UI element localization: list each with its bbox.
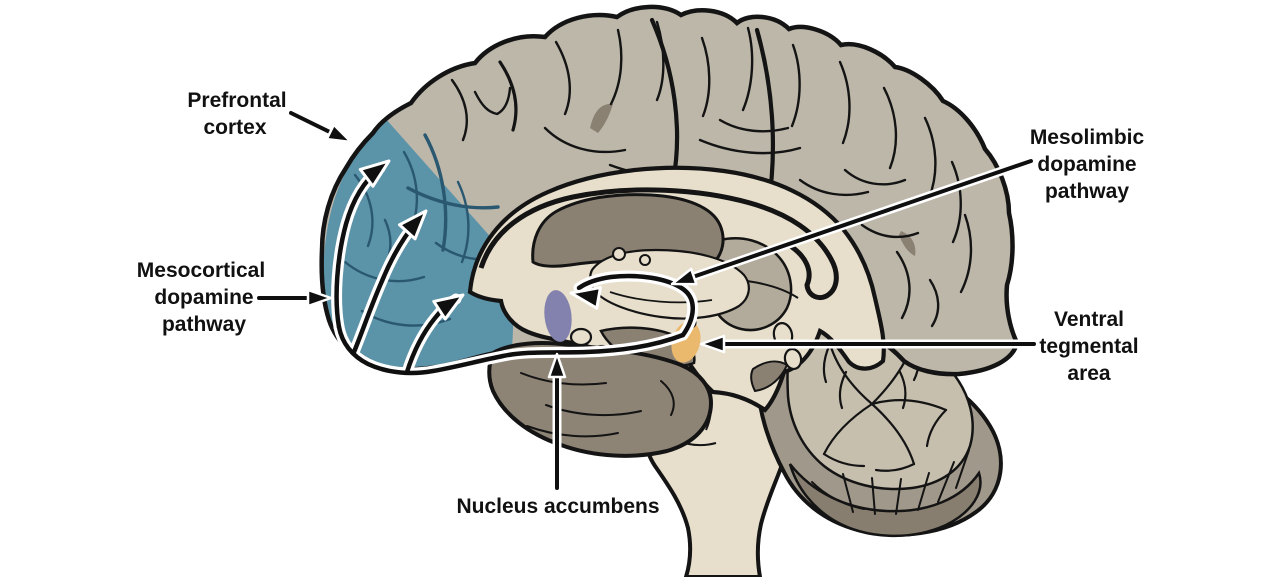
label-mesocortical-line2: dopamine <box>154 286 253 309</box>
label-mesocortical-line1: Mesocortical <box>137 259 265 282</box>
pathway-arrowheads <box>358 159 602 321</box>
label-vta-line3: area <box>1067 362 1111 385</box>
mesolimbic-pathway <box>576 273 695 338</box>
temporal-lobe <box>487 341 714 458</box>
label-vta-line2: tegmental <box>1039 335 1138 358</box>
nucleus-accumbens-region <box>544 290 572 342</box>
cortex-sulci-lines <box>450 17 973 328</box>
label-mesolimbic-line2: dopamine <box>1037 153 1136 176</box>
label-leaders <box>257 111 1039 493</box>
mesolimbic-leader <box>679 159 1033 283</box>
corpus-callosum-arc <box>478 187 839 301</box>
label-nucleus-accumbens: Nucleus accumbens <box>456 495 659 518</box>
pathway-arrows <box>331 159 699 379</box>
label-mesocortical-line3: pathway <box>162 313 246 336</box>
leader-arrowheads <box>306 123 726 379</box>
cerebellum-bottom-stripes <box>811 449 970 515</box>
lateral-ventricle-region <box>531 193 725 268</box>
label-mesolimbic-line3: pathway <box>1045 180 1129 203</box>
label-vta-line1: Ventral <box>1054 308 1124 331</box>
cerebellum-bottom-lobe <box>788 463 982 538</box>
label-prefrontal-cortex-line2: cortex <box>203 116 266 139</box>
label-mesolimbic-line1: Mesolimbic <box>1030 126 1145 149</box>
label-prefrontal-cortex-line1: Prefrontal <box>187 89 286 112</box>
labels: Prefrontal cortex Mesocortical dopamine … <box>137 89 1145 518</box>
